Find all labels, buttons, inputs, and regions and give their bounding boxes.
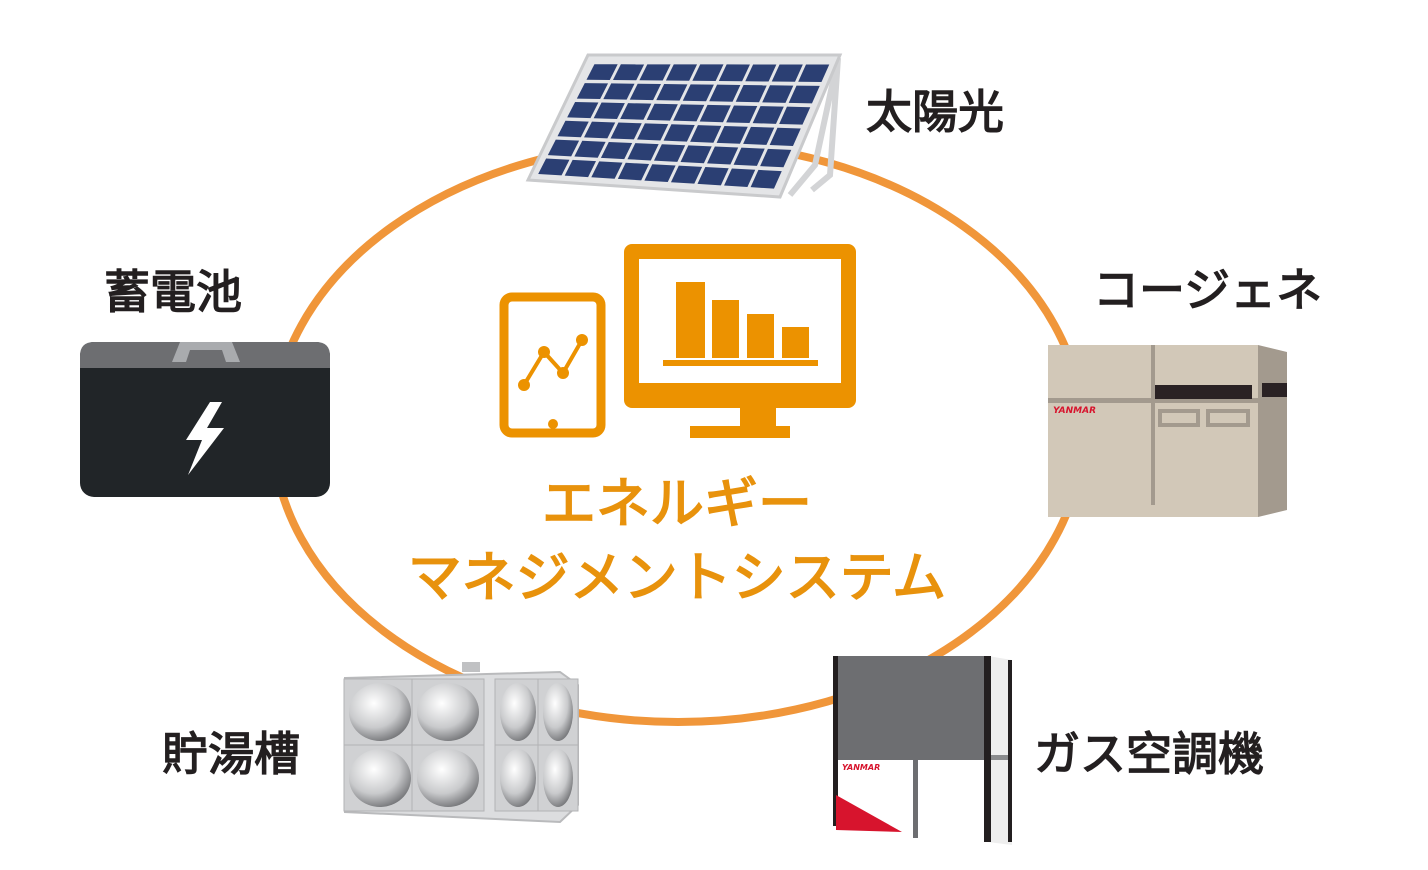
solar-cell [718,64,750,82]
tank-sphere [349,749,411,807]
solar-cell [692,64,724,81]
connection-ring [269,138,1087,726]
tank-sphere [417,683,479,741]
solar-cell [752,106,784,124]
solar-cell [567,101,599,119]
solar-cell [627,143,659,161]
solar-cell [779,106,811,125]
solar-cell [564,159,596,178]
solar-cell [574,140,606,158]
solar-cell [690,125,722,143]
solar-cell [771,64,803,82]
solar-cell [745,64,777,82]
solar-cell [743,126,775,145]
solar-cell [557,120,589,138]
solar-cell [760,148,792,168]
label-cogeneration: コージェネ [1093,263,1322,317]
center-title-line1: エネルギー [542,472,812,535]
solar-cell [709,84,741,102]
solar-cell [576,83,609,100]
solar-cell [699,104,731,123]
lightning-icon [186,402,224,475]
brand-logo: YANMAR [1053,406,1096,416]
monitor-bar-chart-icon [624,244,856,438]
label-battery: 蓄電池 [104,265,242,319]
solar-cell [593,102,625,119]
solar-cell [644,164,676,183]
solar-cell [788,85,820,104]
solar-cell [538,158,570,176]
brand-logo: YANMAR [842,763,880,772]
solar-cell [629,83,661,101]
solar-cell [665,64,698,81]
solar-cell [620,103,652,120]
solar-cell [586,64,618,80]
solar-cell [682,84,714,102]
solar-cell [656,84,688,101]
solar-cell [726,105,758,124]
label-solar: 太陽光 [866,85,1004,139]
tank-sphere [543,683,573,741]
solar-cell [673,104,705,122]
solar-cell [735,84,767,103]
battery-icon [80,342,330,497]
solar-cell [653,144,686,162]
solar-cell [646,103,678,121]
solar-cell [724,168,756,187]
solar-cell [584,121,616,139]
solar-cell [547,139,580,157]
tablet-chart-icon [499,292,606,438]
solar-cell [769,127,801,146]
solar-cell [637,123,669,141]
tank-sphere [500,683,536,741]
solar-panel-icon [525,53,843,199]
cogeneration-unit-icon: YANMAR [1048,345,1287,517]
hot-water-tank-icon [343,662,579,824]
tank-sphere [500,749,536,807]
solar-cell [750,169,782,189]
center-title-line2: マネジメントシステム [408,546,946,609]
solar-cell [762,85,794,103]
solar-cell [716,126,748,144]
solar-cell [670,165,703,184]
tank-sphere [349,683,411,741]
label-gas-ac: ガス空調機 [1034,727,1264,781]
solar-cell [617,162,650,181]
solar-cell [733,147,765,166]
solar-cell [612,64,645,81]
solar-cell [680,145,712,164]
tank-sphere [417,749,479,807]
solar-cell [798,64,830,83]
solar-cell [591,161,623,179]
label-hot-water-tank: 貯湯槽 [162,727,300,781]
solar-cell [663,124,695,142]
solar-cell [697,167,729,186]
gas-air-conditioner-icon: YANMAR [833,656,1012,845]
tank-sphere [543,749,573,807]
solar-cell [707,146,739,165]
solar-cell [639,64,671,81]
solar-cell [600,141,633,160]
solar-cell [610,122,642,140]
solar-cell [603,83,635,100]
